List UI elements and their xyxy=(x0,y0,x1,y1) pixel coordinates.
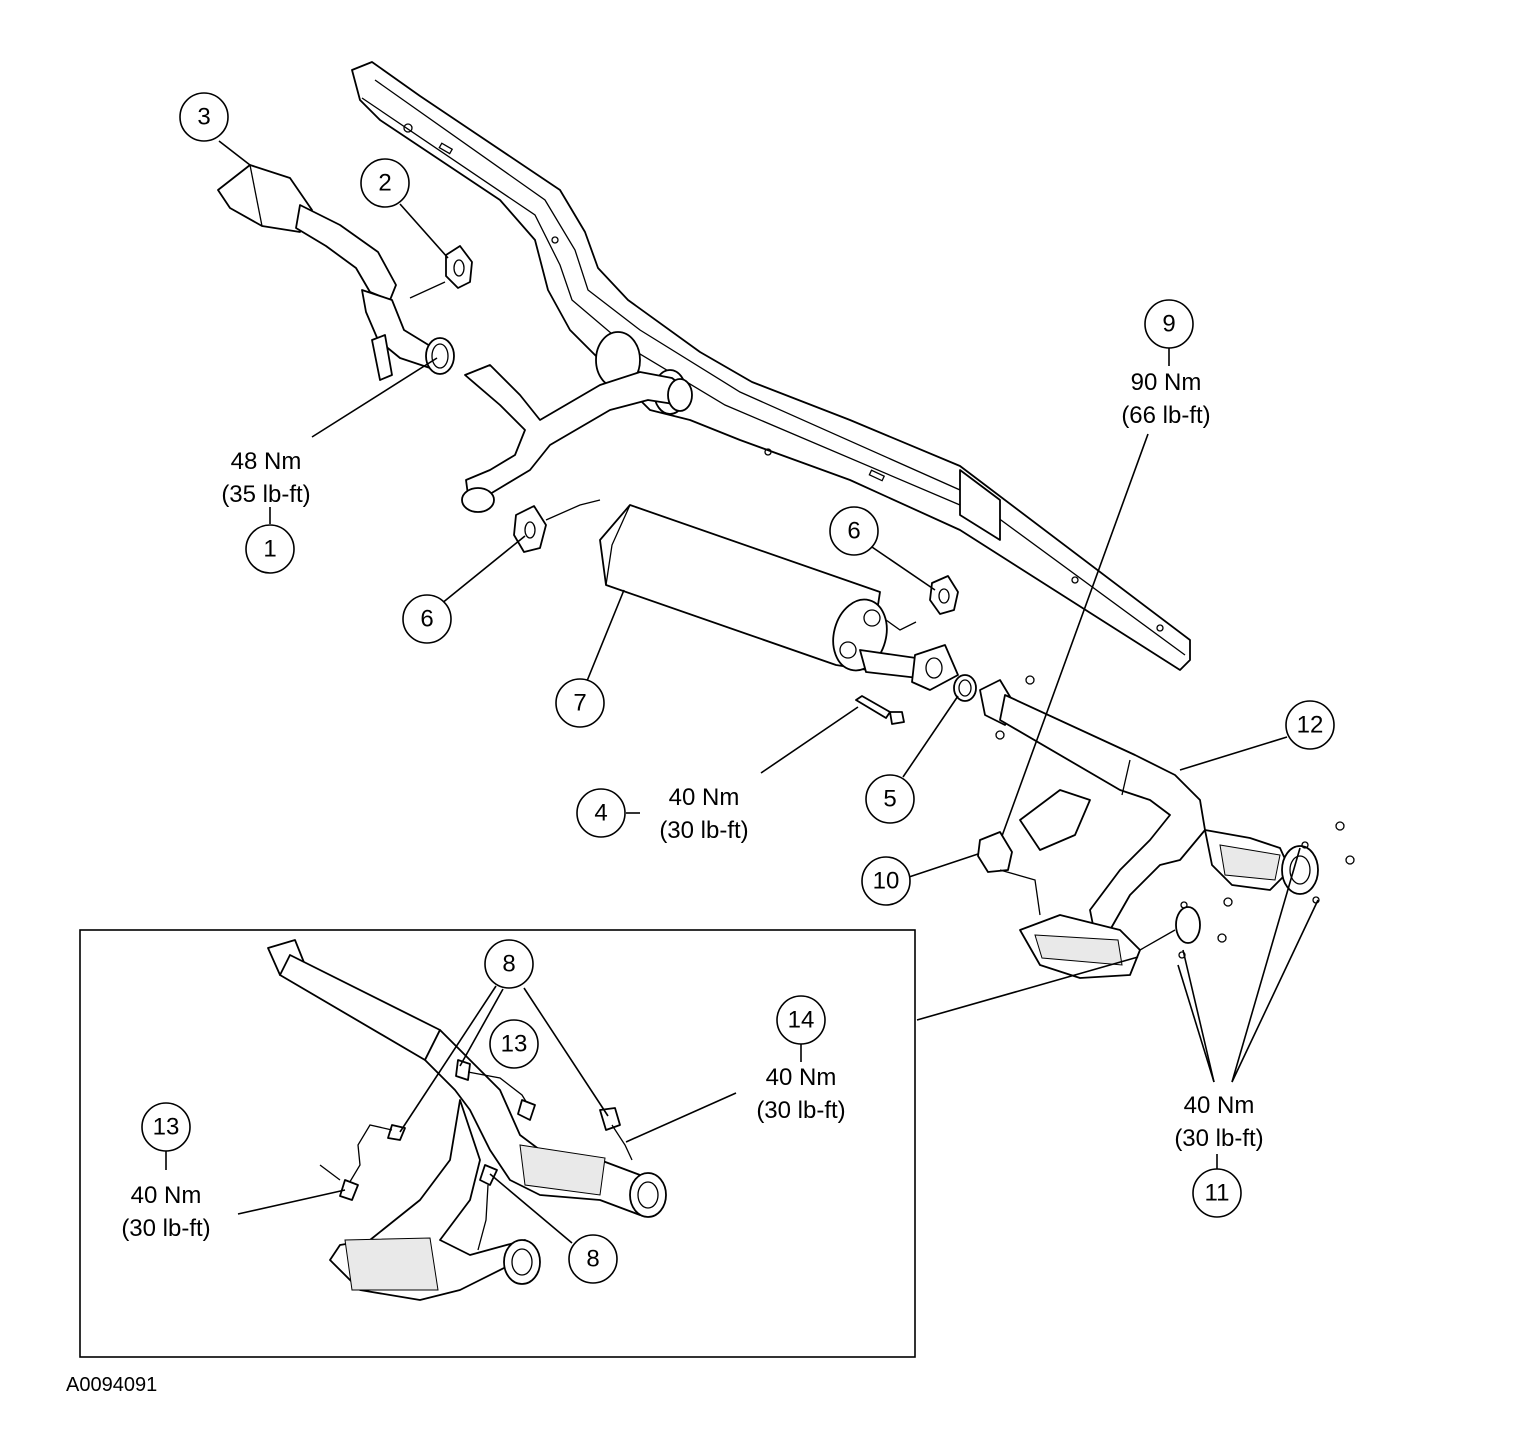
callout-2: 2 xyxy=(360,158,410,208)
frame-rail xyxy=(351,61,1191,671)
torque-spec-14: 40 Nm (30 lb-ft) xyxy=(756,1064,845,1124)
torque-nm: 90 Nm xyxy=(1131,369,1202,396)
callout-label: 1 xyxy=(263,536,276,563)
figure-id: A0094091 xyxy=(66,1374,157,1396)
leader-lines xyxy=(165,140,1319,1244)
callout-9: 9 xyxy=(1144,299,1194,349)
torque-nm: 40 Nm xyxy=(669,784,740,811)
callout-label: 12 xyxy=(1297,712,1324,739)
callout-label: 5 xyxy=(883,786,896,813)
callout-label: 11 xyxy=(1205,1180,1230,1207)
intermediate-pipe xyxy=(461,364,693,513)
callout-1: 1 xyxy=(245,524,295,574)
torque-lbft: (30 lb-ft) xyxy=(659,817,748,844)
callout-12: 12 xyxy=(1285,700,1335,750)
torque-lbft: (30 lb-ft) xyxy=(756,1097,845,1124)
torque-nm: 40 Nm xyxy=(1184,1092,1255,1119)
torque-spec-4: 40 Nm (30 lb-ft) xyxy=(659,784,748,844)
callout-label: 3 xyxy=(197,104,210,131)
callout-label: 13 xyxy=(501,1031,528,1058)
torque-nm: 40 Nm xyxy=(766,1064,837,1091)
callout-label: 7 xyxy=(573,690,586,717)
inset-detail-box xyxy=(79,929,916,1358)
torque-nm: 48 Nm xyxy=(231,448,302,475)
torque-lbft: (66 lb-ft) xyxy=(1121,402,1210,429)
torque-spec-1: 48 Nm (35 lb-ft) xyxy=(221,448,310,508)
callout-5: 5 xyxy=(865,774,915,824)
callout-8-bottom: 8 xyxy=(568,1234,618,1284)
torque-nm: 40 Nm xyxy=(131,1182,202,1209)
callout-label: 14 xyxy=(788,1007,815,1034)
callout-label: 9 xyxy=(1162,311,1175,338)
callout-11: 11 xyxy=(1192,1168,1242,1218)
mounting-bracket xyxy=(977,789,1091,916)
torque-spec-11: 40 Nm (30 lb-ft) xyxy=(1174,1092,1263,1152)
callout-14: 14 xyxy=(776,995,826,1045)
callout-10: 10 xyxy=(861,856,911,906)
callout-8-top: 8 xyxy=(484,939,534,989)
front-pipe-y-pipe xyxy=(979,675,1355,979)
callout-label: 6 xyxy=(420,606,433,633)
torque-spec-13: 40 Nm (30 lb-ft) xyxy=(121,1182,210,1242)
torque-lbft: (35 lb-ft) xyxy=(221,481,310,508)
callout-label: 4 xyxy=(594,800,607,827)
hanger-insulator-6-left xyxy=(513,499,601,553)
muffler xyxy=(599,504,959,691)
callout-6-left: 6 xyxy=(402,594,452,644)
callout-label: 13 xyxy=(153,1114,180,1141)
callout-4: 4 xyxy=(576,788,626,838)
callout-3: 3 xyxy=(179,92,229,142)
callout-13-inset-left: 13 xyxy=(141,1102,191,1152)
callout-label: 8 xyxy=(502,951,515,978)
torque-lbft: (30 lb-ft) xyxy=(1174,1125,1263,1152)
callout-6-right: 6 xyxy=(829,506,879,556)
callout-7: 7 xyxy=(555,678,605,728)
torque-lbft: (30 lb-ft) xyxy=(121,1215,210,1242)
tailpipe xyxy=(217,164,455,381)
callout-label: 2 xyxy=(378,170,391,197)
torque-spec-9: 90 Nm (66 lb-ft) xyxy=(1121,369,1210,429)
hanger-insulator-6-right xyxy=(929,575,959,615)
bolt-and-gasket xyxy=(855,674,977,725)
callout-label: 6 xyxy=(847,518,860,545)
callout-13-inset-right: 13 xyxy=(489,1019,539,1069)
hanger-insulator-2 xyxy=(409,245,473,299)
callout-label: 10 xyxy=(873,868,900,895)
callout-label: 8 xyxy=(586,1246,599,1273)
